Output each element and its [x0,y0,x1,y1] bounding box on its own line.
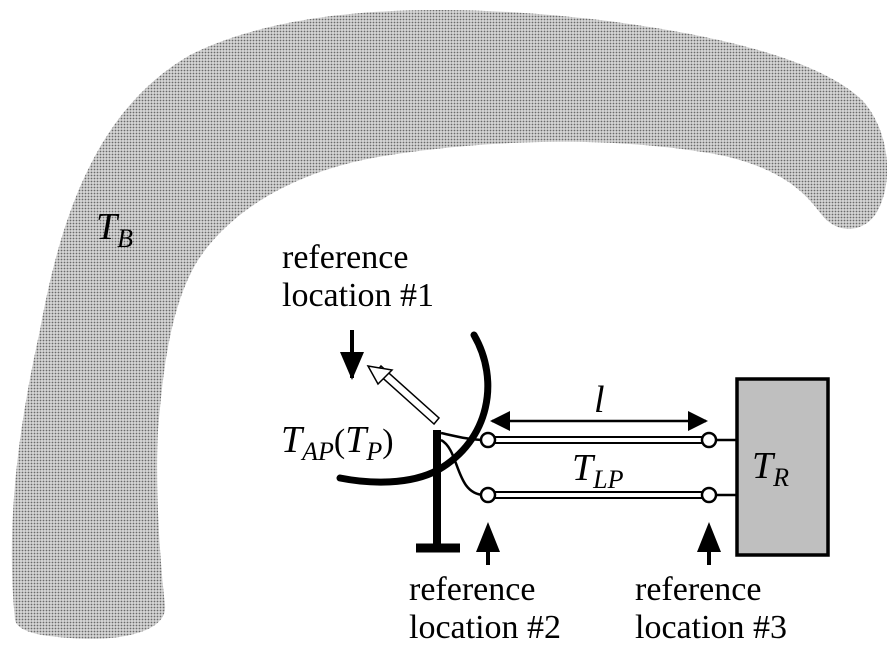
terminal-right-top [700,431,718,449]
transmission-line [494,436,702,499]
antenna-dish [336,331,492,486]
terminal-right-bottom [700,486,718,504]
reference-1-arrowhead [340,352,364,380]
reference-3-arrowhead [697,522,721,552]
receiver-box [735,377,830,557]
reference-location-2-label: reference [409,571,535,608]
background-region [11,9,887,639]
reference-location-1-label: reference [282,239,408,276]
reference-location-1-label-line2: location #1 [282,277,434,314]
terminal-left-top [479,431,497,449]
antenna-temperature-label: TAP(TP) [281,419,394,466]
background-temperature-label: TB [96,206,133,253]
receiver-temperature-label: TR [752,445,789,492]
antenna-beam-arrow [366,364,441,426]
line-length-label: l [594,379,605,421]
feed-wire-bottom [440,438,485,497]
reference-location-2-label-line2: location #2 [409,609,561,643]
reference-2-arrowhead [476,522,500,552]
line-temperature-label: TLP [572,447,624,494]
reference-location-3-label-line2: location #3 [635,609,787,643]
terminal-left-bottom [479,486,497,504]
reference-location-3-label: reference [635,571,761,608]
